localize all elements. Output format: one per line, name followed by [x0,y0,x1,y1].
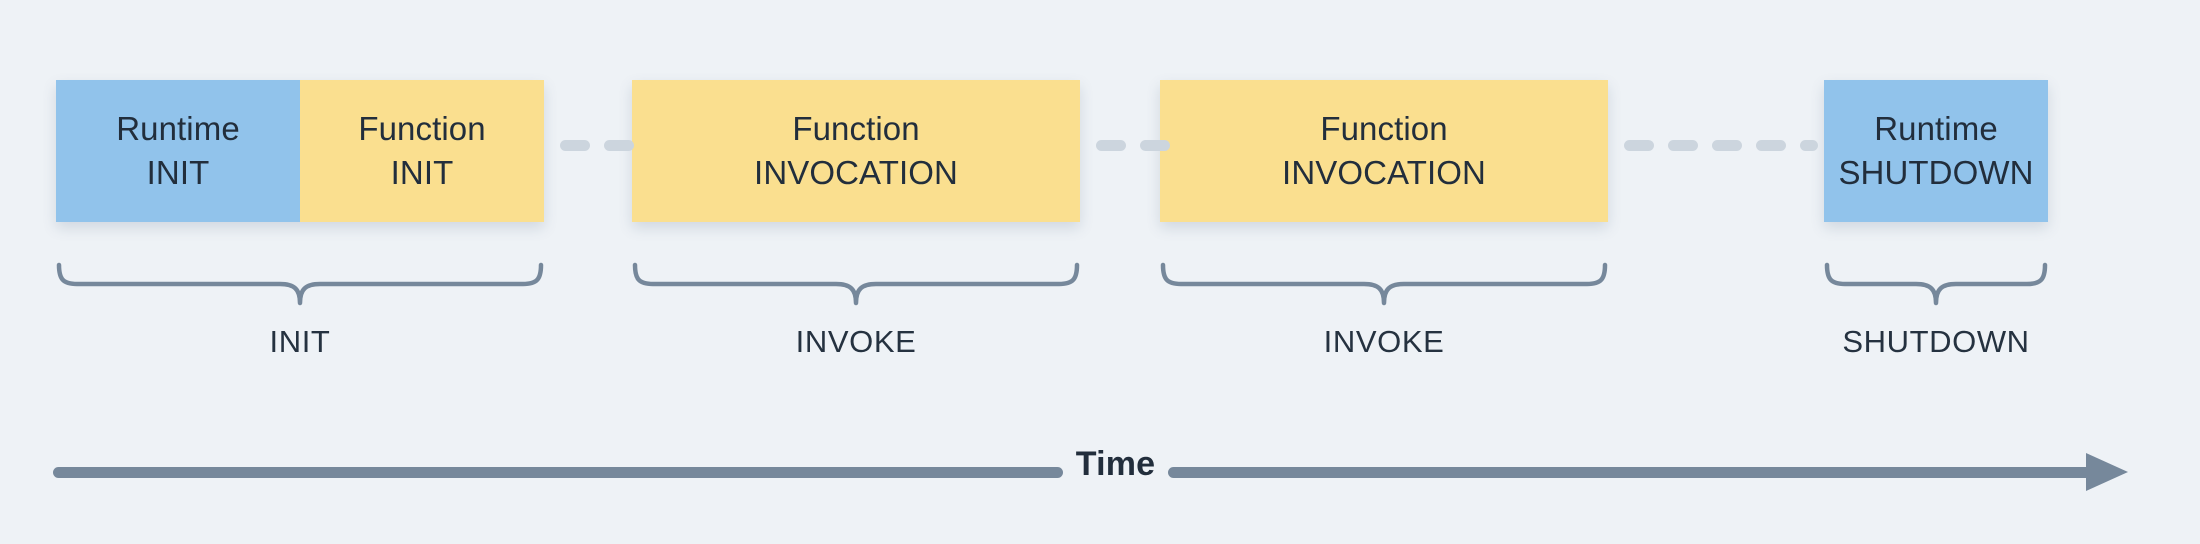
block-label-line2: INVOCATION [1282,154,1486,191]
dash-segment-icon [560,140,590,151]
block-label-line1: Function [358,109,486,147]
block-runtime-shutdown[interactable]: Runtime SHUTDOWN [1824,80,2048,222]
curly-brace-icon [1160,262,1608,306]
phase-invoke-2: INVOKE [1160,262,1608,359]
phase-label: INIT [269,324,331,359]
block-label-line1: Runtime [116,109,240,147]
phase-label: SHUTDOWN [1842,324,2030,359]
arrow-right-icon [2086,453,2128,491]
dash-segment-icon [1096,140,1126,151]
block-label-line1: Function [1320,109,1448,147]
phase-invoke-1: INVOKE [632,262,1080,359]
phase-label: INVOKE [1323,324,1445,359]
dash-segment-icon [1712,140,1742,151]
axis-label-time: Time [1075,445,1156,483]
axis-line-right [1168,467,2094,478]
dash-segment-icon [604,140,634,151]
block-label-line2: SHUTDOWN [1838,154,2034,191]
block-label-line1: Function [792,109,920,147]
curly-brace-icon [1824,262,2048,306]
dash-segment-icon [1140,140,1170,151]
block-function-invocation-2[interactable]: Function INVOCATION [1160,80,1608,222]
dash-segment-icon [1624,140,1654,151]
connector-invoke-1-to-invoke-2 [1096,140,1170,151]
dash-segment-icon [1756,140,1786,151]
dash-segment-icon [1800,140,1818,151]
block-function-init[interactable]: Function INIT [300,80,544,222]
block-label-line2: INIT [390,154,454,191]
time-axis: Time [0,440,2200,510]
curly-brace-icon [632,262,1080,306]
block-label-line1: Runtime [1874,109,1998,147]
connector-init-to-invoke-1 [560,140,634,151]
block-runtime-init[interactable]: Runtime INIT [56,80,300,222]
axis-line-left [53,467,1063,478]
phase-init: INIT [56,262,544,359]
block-label-line2: INVOCATION [754,154,958,191]
phase-label: INVOKE [795,324,917,359]
phase-shutdown: SHUTDOWN [1824,262,2048,359]
block-function-invocation-1[interactable]: Function INVOCATION [632,80,1080,222]
curly-brace-icon [56,262,544,306]
block-label-line2: INIT [146,154,210,191]
dash-segment-icon [1668,140,1698,151]
connector-invoke-2-to-shutdown [1624,140,1818,151]
